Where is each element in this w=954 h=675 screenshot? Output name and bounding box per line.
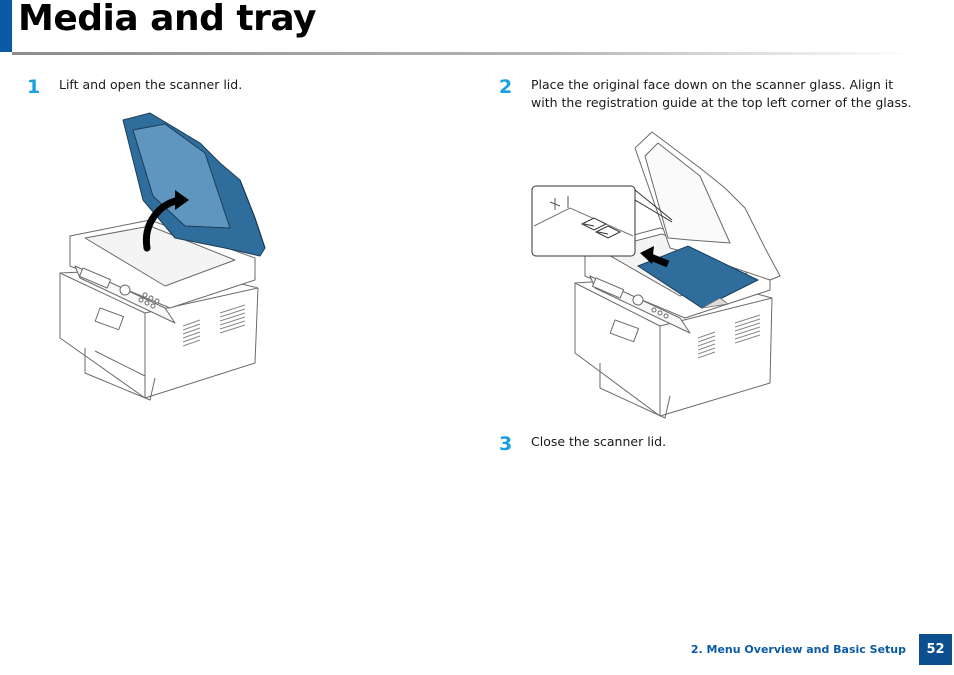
page-title: Media and tray xyxy=(18,0,317,39)
page-number-badge: 52 xyxy=(919,634,952,665)
printer-place-original-illustration xyxy=(531,131,781,419)
step-1-text: Lift and open the scanner lid. xyxy=(59,77,243,92)
title-divider xyxy=(12,52,914,55)
step-2-text: Place the original face down on the scan… xyxy=(531,77,912,110)
step-2-number: 2 xyxy=(499,76,513,98)
step-1-number: 1 xyxy=(27,76,41,98)
footer-section-link[interactable]: 2. Menu Overview and Basic Setup xyxy=(690,643,906,656)
printer-open-lid-illustration xyxy=(59,112,266,401)
step-3-number: 3 xyxy=(499,433,513,455)
title-accent-bar xyxy=(0,0,12,52)
step-3-text: Close the scanner lid. xyxy=(531,434,667,449)
